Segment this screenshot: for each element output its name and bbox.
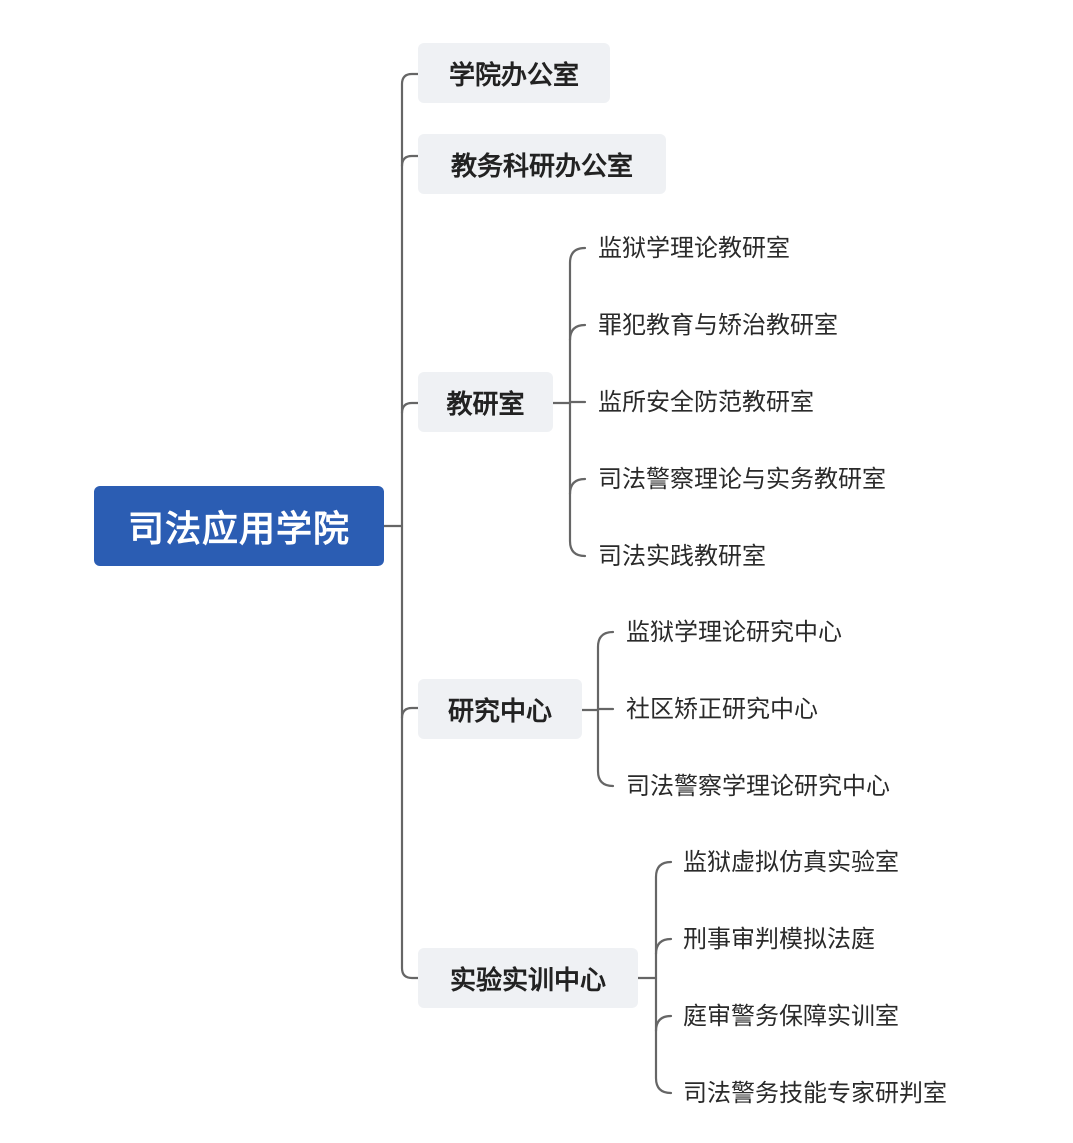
leaf-node[interactable]: 罪犯教育与矫治教研室 (598, 311, 838, 339)
leaf-node[interactable]: 司法警务技能专家研判室 (683, 1079, 947, 1107)
branch-node-teaching-research[interactable]: 教研室 (418, 372, 553, 432)
leaf-node[interactable]: 监狱学理论研究中心 (626, 618, 842, 646)
branch-node-lab-center[interactable]: 实验实训中心 (418, 948, 638, 1008)
leaf-node[interactable]: 司法警察理论与实务教研室 (598, 465, 886, 493)
leaf-node[interactable]: 监狱学理论教研室 (598, 234, 790, 262)
leaf-node[interactable]: 刑事审判模拟法庭 (683, 925, 875, 953)
leaf-node[interactable]: 社区矫正研究中心 (626, 695, 818, 723)
branch-node-academic-office[interactable]: 教务科研办公室 (418, 134, 666, 194)
leaf-node[interactable]: 监所安全防范教研室 (598, 388, 814, 416)
leaf-node[interactable]: 监狱虚拟仿真实验室 (683, 848, 899, 876)
branch-node-research-center[interactable]: 研究中心 (418, 679, 582, 739)
branch-node-college-office[interactable]: 学院办公室 (418, 43, 610, 103)
leaf-node[interactable]: 司法警察学理论研究中心 (626, 772, 890, 800)
leaf-node[interactable]: 庭审警务保障实训室 (683, 1002, 899, 1030)
leaf-node[interactable]: 司法实践教研室 (598, 542, 766, 570)
root-node[interactable]: 司法应用学院 (94, 486, 384, 566)
